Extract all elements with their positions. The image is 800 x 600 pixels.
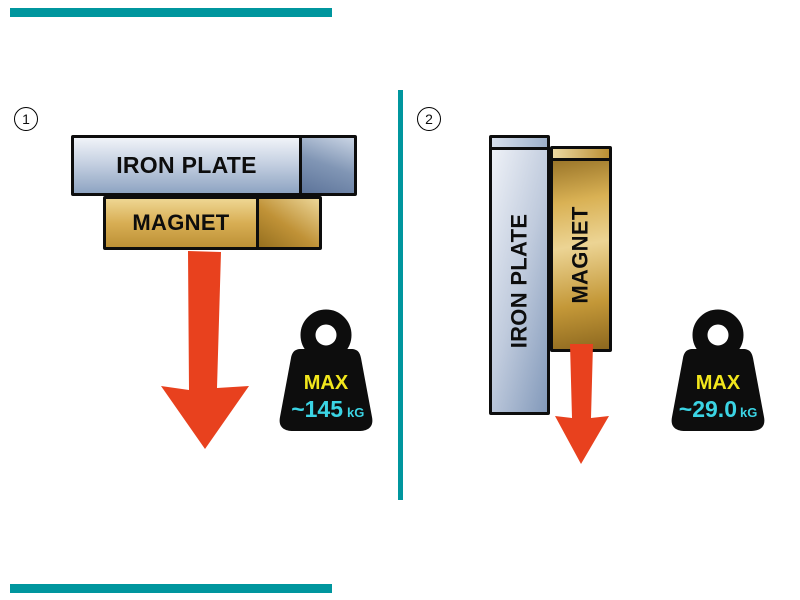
magnet-1: MAGNET bbox=[103, 196, 322, 250]
weight-2-handle bbox=[692, 309, 744, 361]
pull-arrow-2-icon bbox=[555, 344, 609, 464]
magnet-2: MAGNET bbox=[550, 146, 612, 352]
weight-icon-2: MAX ~29.0 kG bbox=[671, 309, 765, 431]
panel-divider bbox=[398, 90, 403, 500]
iron-plate-1-front: IRON PLATE bbox=[74, 138, 299, 193]
magnet-2-top bbox=[553, 149, 609, 161]
magnet-1-side bbox=[256, 199, 319, 247]
step-number-2-text: 2 bbox=[425, 111, 433, 127]
step-number-2: 2 bbox=[417, 107, 441, 131]
weight-1-value: ~145 bbox=[291, 396, 343, 422]
magnet-1-label: MAGNET bbox=[132, 210, 230, 235]
step-number-1: 1 bbox=[14, 107, 38, 131]
bottom-accent-bar bbox=[10, 584, 332, 593]
pull-arrow-1-icon bbox=[161, 251, 249, 449]
iron-plate-2-front: IRON PLATE bbox=[492, 150, 547, 412]
weight-2-unit: kG bbox=[740, 405, 757, 420]
magnet-2-label: MAGNET bbox=[568, 206, 594, 304]
weight-2-max-label: MAX bbox=[696, 372, 741, 394]
magnet-1-front: MAGNET bbox=[106, 199, 256, 247]
iron-plate-2-top bbox=[492, 138, 547, 150]
weight-1-handle bbox=[300, 309, 352, 361]
iron-plate-2-label: IRON PLATE bbox=[506, 213, 532, 349]
weight-icon-1: MAX ~145 kG bbox=[279, 309, 373, 431]
iron-plate-1: IRON PLATE bbox=[71, 135, 357, 196]
step-number-1-text: 1 bbox=[22, 111, 30, 127]
magnet-2-front: MAGNET bbox=[553, 161, 609, 349]
weight-2-value: ~29.0 bbox=[679, 396, 737, 422]
weight-1-body bbox=[279, 349, 373, 431]
iron-plate-1-side bbox=[299, 138, 354, 193]
weight-1-max-label: MAX bbox=[304, 372, 349, 394]
weight-2-body bbox=[671, 349, 765, 431]
iron-plate-2: IRON PLATE bbox=[489, 135, 550, 415]
weight-1-unit: kG bbox=[347, 405, 364, 420]
top-accent-bar bbox=[10, 8, 332, 17]
iron-plate-1-label: IRON PLATE bbox=[116, 152, 257, 178]
